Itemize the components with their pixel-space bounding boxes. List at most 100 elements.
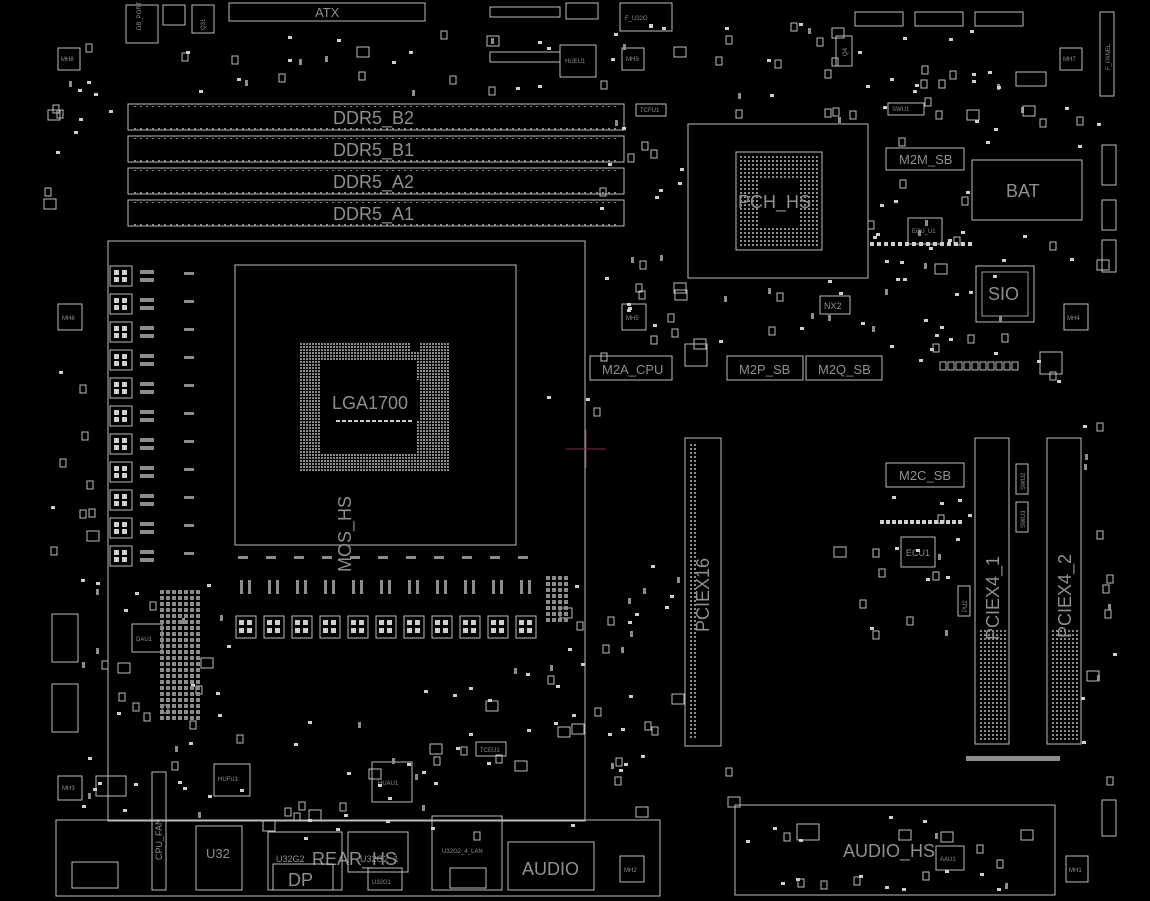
component-pad — [420, 382, 422, 384]
component-pad — [690, 700, 692, 702]
component-pad — [351, 457, 353, 459]
component-pad — [690, 564, 692, 566]
component-pad — [1068, 634, 1070, 636]
component-pad — [992, 706, 994, 708]
component-pad — [315, 370, 317, 372]
component-pad — [294, 743, 298, 746]
component-pad — [369, 346, 371, 348]
component-pad — [423, 364, 425, 366]
component-pad — [402, 466, 404, 468]
component-pad — [800, 224, 802, 226]
component-pad — [432, 370, 434, 372]
component-pad — [324, 454, 326, 456]
component-pad — [300, 445, 302, 447]
component-pad — [369, 469, 371, 471]
component-pad — [348, 352, 350, 354]
component-pad — [303, 391, 305, 393]
component-pad — [435, 427, 437, 429]
component-pad — [315, 406, 317, 408]
component-pad — [330, 358, 332, 360]
component-pad — [949, 38, 953, 41]
component-pad — [694, 588, 696, 590]
component-pad — [1097, 675, 1100, 681]
component-pad — [417, 358, 419, 360]
component-pad — [550, 665, 553, 671]
component-pad — [236, 224, 238, 226]
component-pad — [416, 128, 418, 130]
component-pad — [318, 364, 320, 366]
component-pad — [402, 457, 404, 459]
component-pad — [760, 164, 762, 166]
component-pad — [164, 170, 166, 171]
component-pad — [184, 468, 194, 471]
component-pad — [318, 445, 320, 447]
component-pad — [266, 202, 268, 203]
component-pad — [184, 300, 194, 303]
component-pad — [212, 202, 214, 203]
component-pad — [1004, 678, 1006, 680]
component-pad — [333, 346, 335, 348]
component-pad — [992, 650, 994, 652]
component-pad — [318, 424, 320, 426]
component-pad — [792, 172, 794, 174]
component-pad — [409, 51, 413, 54]
component-pad — [690, 448, 692, 450]
component-pad — [140, 410, 154, 414]
component-pad — [1056, 690, 1058, 692]
component-pad — [140, 298, 154, 302]
component-pad — [420, 370, 422, 372]
component-pad — [690, 648, 692, 650]
component-pad — [727, 796, 741, 808]
component-pad — [993, 275, 997, 278]
component-pad — [690, 656, 692, 658]
component-pad — [443, 628, 448, 633]
component-pad — [980, 682, 982, 684]
component-pad — [564, 576, 568, 580]
component-pad — [744, 232, 746, 234]
component-pad — [160, 704, 164, 708]
component-pad — [178, 602, 182, 606]
component-pad — [312, 430, 314, 432]
component-pad — [812, 204, 814, 206]
component-pad — [1064, 706, 1066, 708]
component-pad — [694, 676, 696, 678]
component-pad — [302, 202, 304, 203]
component-pad — [1064, 634, 1066, 636]
component-pad — [420, 400, 422, 402]
component-pad — [362, 202, 364, 203]
component-pad — [348, 466, 350, 468]
component-pad — [764, 236, 766, 238]
component-pad — [386, 224, 388, 226]
component-pad — [212, 138, 214, 139]
component-pad — [312, 379, 314, 381]
component-pad — [694, 460, 696, 462]
component-pad — [876, 233, 880, 236]
component-pad — [482, 202, 484, 203]
component-pad — [980, 690, 982, 692]
vrm-chokes-left — [109, 265, 194, 567]
component-pad — [402, 463, 404, 465]
component-pad — [330, 460, 332, 462]
component-pad — [438, 454, 440, 456]
component-pad — [350, 192, 352, 194]
component-pad — [303, 436, 305, 438]
component-pad — [429, 376, 431, 378]
component-pad — [546, 600, 550, 604]
component-pad — [318, 454, 320, 456]
component-pad — [268, 580, 271, 594]
component-pad — [308, 819, 312, 822]
component-pad — [306, 364, 308, 366]
component-pad — [372, 349, 374, 351]
component-pad — [184, 656, 188, 660]
component-pad — [432, 415, 434, 417]
component-pad — [776, 172, 778, 174]
component-pad — [1084, 464, 1087, 470]
component-pad — [744, 188, 746, 190]
component-pad — [423, 469, 425, 471]
component-pad — [1076, 666, 1078, 668]
component-pad — [351, 460, 353, 462]
component-pad — [1056, 734, 1058, 736]
component-pad — [384, 466, 386, 468]
component-pad — [300, 460, 302, 462]
component-pad — [300, 367, 302, 369]
